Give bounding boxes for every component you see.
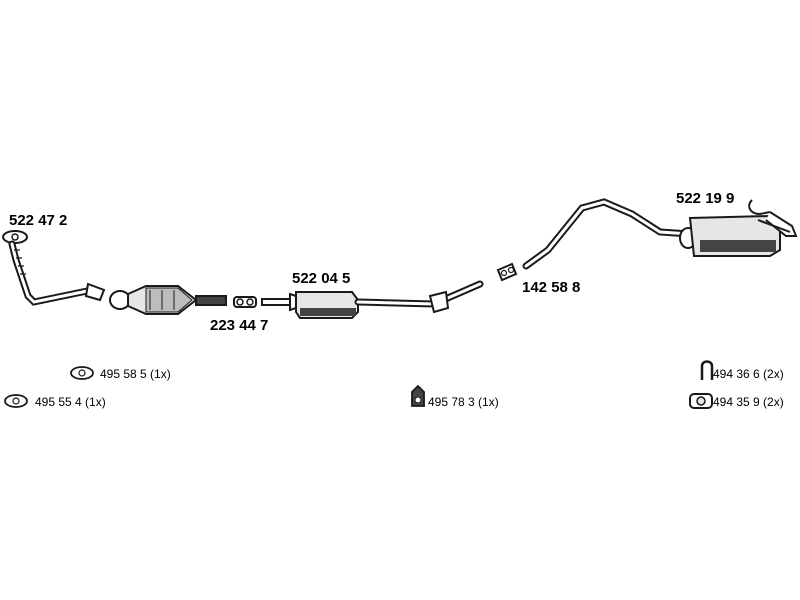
- front-pipe: [2, 230, 106, 306]
- gasket-icon: [4, 394, 28, 408]
- pipe-clamp: [496, 262, 518, 282]
- accessory-gasket-bottom: 495 55 4 (1x): [35, 395, 106, 409]
- catalytic-converter: [109, 285, 227, 315]
- rear-silencer: [679, 199, 798, 257]
- clamp-icon: [411, 384, 425, 407]
- middle-pipe: [354, 280, 484, 314]
- rubber-mount-icon: [689, 393, 713, 409]
- part-number-rear-silencer: 522 19 9: [676, 190, 735, 207]
- accessory-gasket-top: 495 58 5 (1x): [100, 367, 171, 381]
- accessory-clamp: 495 78 3 (1x): [428, 395, 499, 409]
- accessory-hanger: 494 36 6 (2x): [713, 367, 784, 381]
- accessory-rubber-mount: 494 35 9 (2x): [713, 395, 784, 409]
- part-number-middle-silencer: 522 04 5: [292, 270, 351, 287]
- connector-pipe: [233, 296, 291, 308]
- intermediate-pipe: [522, 198, 694, 270]
- hanger-icon: [700, 360, 714, 380]
- part-number-intermediate-pipe: 142 58 8: [522, 279, 581, 296]
- part-number-front-pipe: 522 47 2: [9, 212, 68, 229]
- gasket-icon: [70, 366, 94, 380]
- middle-silencer: [289, 291, 359, 319]
- part-number-connector: 223 44 7: [210, 317, 269, 334]
